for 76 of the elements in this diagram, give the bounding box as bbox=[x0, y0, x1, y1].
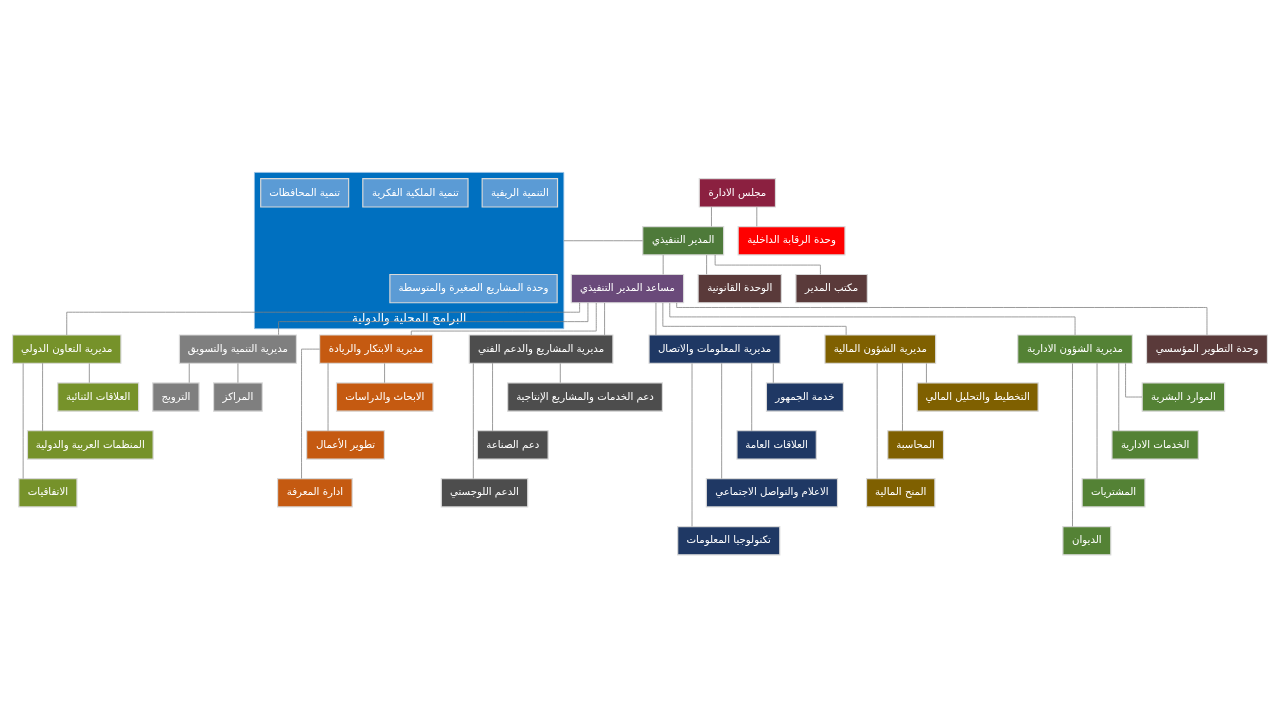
connector bbox=[604, 302, 605, 335]
connector bbox=[563, 239, 643, 241]
node-box: الاتفاقيات bbox=[18, 477, 78, 508]
node-box: مجلس الادارة bbox=[698, 177, 777, 208]
node-box: مديرية المشاريع والدعم الفني bbox=[468, 333, 614, 364]
connector bbox=[88, 362, 90, 383]
node-box: دعم الصناعة bbox=[476, 429, 549, 460]
node-box: تطوير الأعمال bbox=[306, 429, 385, 460]
connector bbox=[714, 254, 821, 275]
node-box: خدمة الجمهور bbox=[765, 381, 844, 412]
connector bbox=[237, 362, 239, 383]
node-box: التنمية الريفية bbox=[481, 177, 559, 208]
node-box: مديرية الابتكار والريادة bbox=[319, 333, 434, 364]
node-box: دعم الخدمات والمشاريع الإنتاجية bbox=[507, 381, 663, 412]
connector bbox=[559, 362, 561, 383]
connector bbox=[655, 302, 657, 335]
node-box: الاعلام والتواصل الاجتماعي bbox=[705, 477, 839, 508]
connector bbox=[327, 362, 329, 431]
node-box: وحدة التطوير المؤسسي bbox=[1145, 333, 1269, 364]
node-box: المحاسبة bbox=[887, 429, 945, 460]
connector bbox=[691, 362, 693, 527]
node-box: المنظمات العربية والدولية bbox=[26, 429, 154, 460]
node-box: تنمية الملكية الفكرية bbox=[362, 177, 469, 208]
connector bbox=[278, 301, 589, 335]
node-box: المشتريات bbox=[1081, 477, 1146, 508]
connector bbox=[301, 348, 320, 479]
connector bbox=[472, 362, 474, 479]
connector bbox=[66, 302, 580, 335]
connector bbox=[42, 362, 43, 431]
node-box: تنمية المحافظات bbox=[260, 177, 350, 208]
connector bbox=[22, 362, 24, 479]
connector bbox=[751, 362, 753, 431]
node-box: وحدة المشاريع الصغيرة والمتوسطة bbox=[389, 273, 558, 303]
connector bbox=[1096, 362, 1098, 479]
connector bbox=[876, 362, 878, 479]
node-box: الدعم اللوجستي bbox=[440, 477, 529, 508]
connector bbox=[902, 362, 903, 431]
connector bbox=[188, 362, 190, 383]
node-box: الابحاث والدراسات bbox=[335, 381, 434, 412]
node-box: المنح المالية bbox=[865, 477, 936, 508]
connector bbox=[1118, 362, 1120, 431]
node-box: مديرية الشؤون الادارية bbox=[1017, 333, 1133, 364]
connector bbox=[669, 302, 1076, 335]
node-box: التخطيط والتحليل المالي bbox=[916, 381, 1039, 412]
node-box: المدير التنفيذي bbox=[642, 225, 725, 255]
node-box: مديرية الشؤون المالية bbox=[824, 333, 937, 364]
connector bbox=[926, 362, 927, 383]
connector bbox=[706, 254, 707, 275]
node-box: مكتب المدير bbox=[795, 273, 868, 303]
node-box: وحدة الرقابة الداخلية bbox=[737, 225, 846, 255]
connector bbox=[756, 206, 758, 227]
connector bbox=[721, 362, 723, 479]
node-box: ادارة المعرفة bbox=[277, 477, 353, 508]
node-box: الديوان bbox=[1062, 525, 1112, 555]
connector bbox=[410, 302, 597, 335]
connector bbox=[492, 362, 493, 431]
connector bbox=[384, 362, 385, 383]
node-box: مديرية التنمية والتسويق bbox=[178, 333, 298, 364]
node-box: العلاقات الثنائية bbox=[57, 381, 140, 412]
connector bbox=[662, 302, 847, 335]
node-box: العلاقات العامة bbox=[736, 429, 817, 460]
node-box: مديرية المعلومات والاتصال bbox=[648, 333, 781, 364]
node-box: الخدمات الادارية bbox=[1111, 429, 1199, 460]
connector bbox=[1072, 362, 1073, 527]
connector bbox=[711, 206, 712, 227]
node-box: مساعد المدير التنفيذي bbox=[570, 273, 685, 303]
connector bbox=[1125, 362, 1143, 397]
connector bbox=[662, 254, 664, 275]
node-box: المراكز bbox=[213, 381, 263, 412]
node-box: الوحدة القانونية bbox=[697, 273, 782, 303]
connector bbox=[676, 302, 1208, 335]
connector bbox=[772, 362, 774, 383]
node-box: تكنولوجيا المعلومات bbox=[677, 525, 781, 555]
node-box: الموارد البشرية bbox=[1141, 381, 1226, 412]
node-box: مديرية التعاون الدولي bbox=[11, 333, 122, 364]
node-box: الترويج bbox=[152, 381, 200, 412]
